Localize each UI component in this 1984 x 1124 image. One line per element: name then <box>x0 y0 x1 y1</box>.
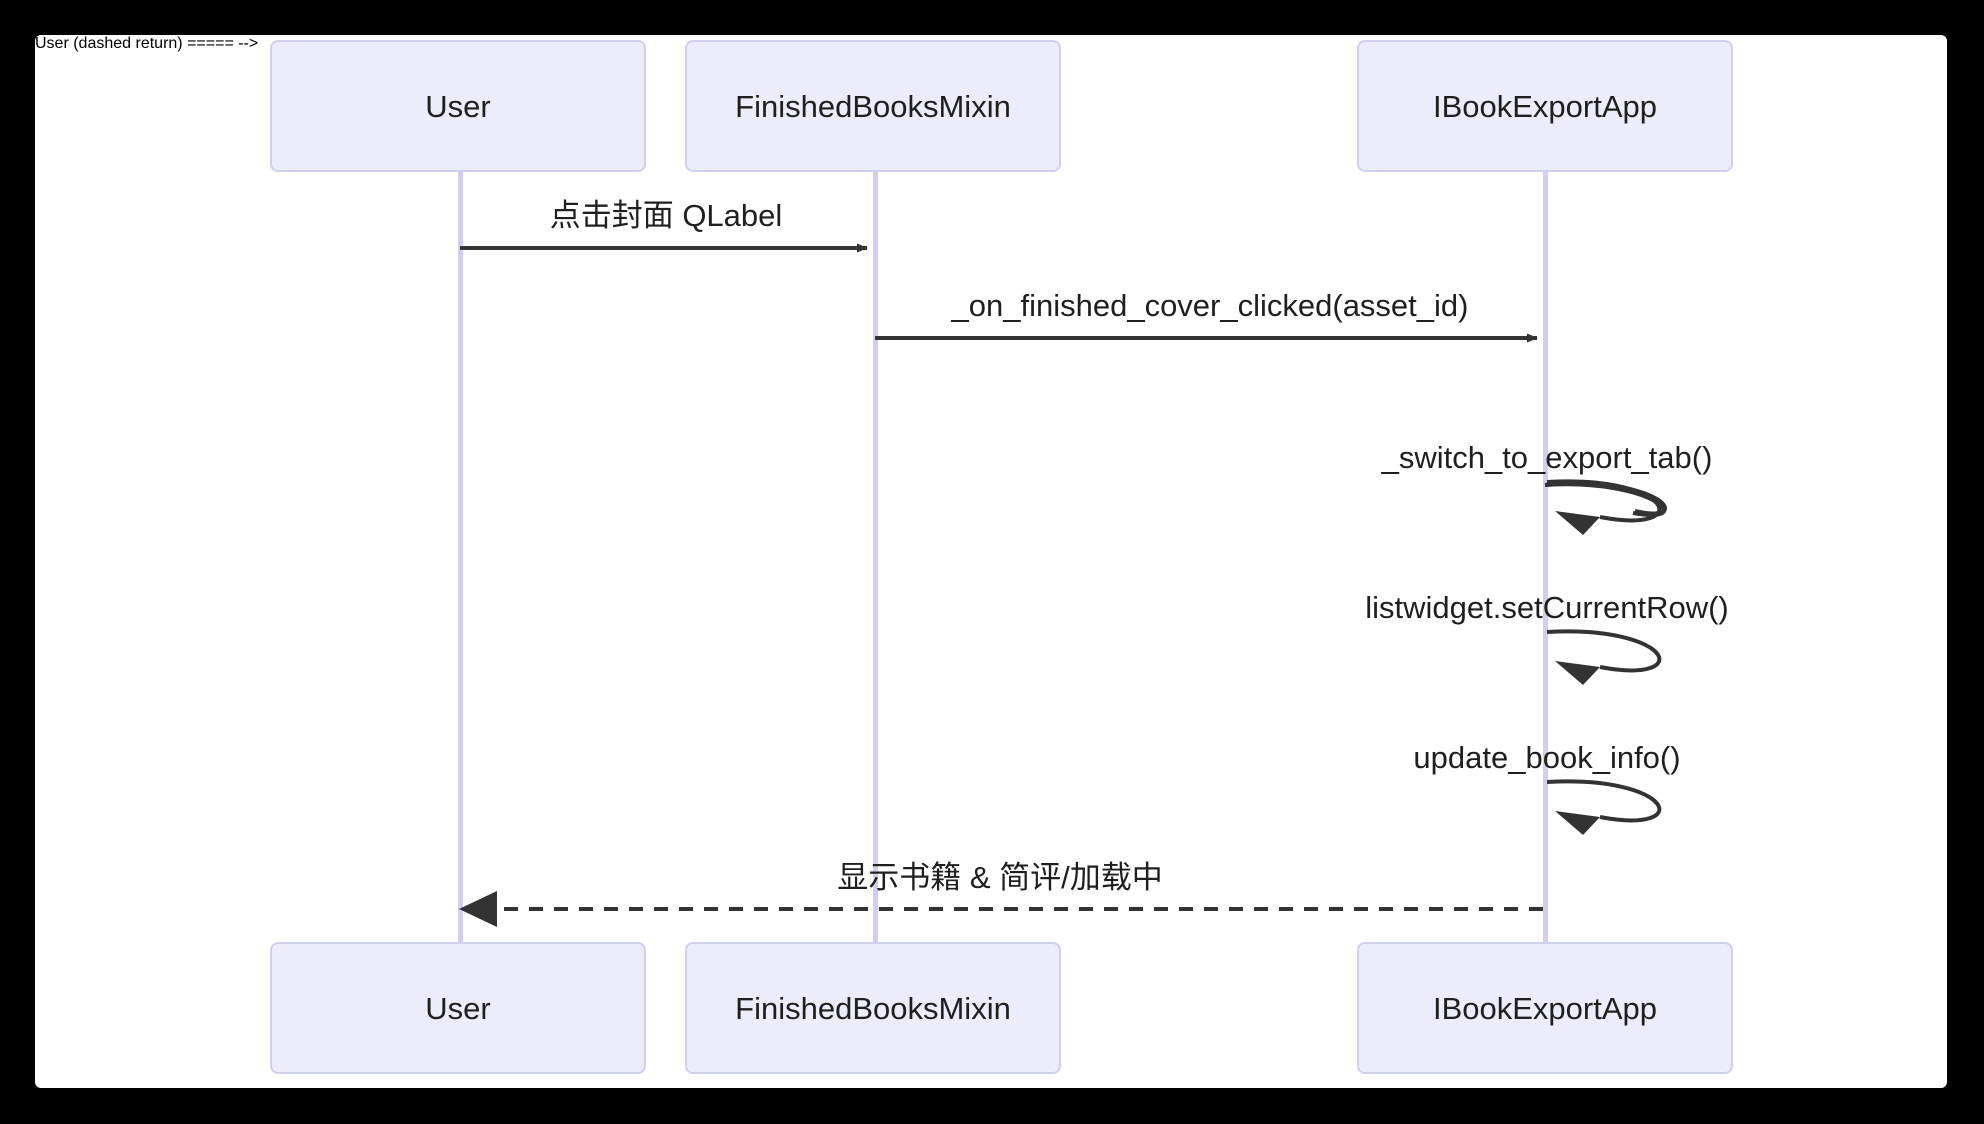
lifeline-user <box>458 172 463 942</box>
message-label-4: listwidget.setCurrentRow() <box>1365 590 1729 625</box>
message-arrow-3-self-loop <box>1544 479 1667 535</box>
message-arrow-1 <box>460 243 868 253</box>
message-arrow-4-self-loop <box>1546 629 1662 685</box>
message-label-5: update_book_info() <box>1413 740 1681 775</box>
participant-label-user-top: User <box>425 88 491 124</box>
participant-box-mixin-top[interactable]: FinishedBooksMixin <box>685 40 1061 172</box>
participant-label-mixin-bottom: FinishedBooksMixin <box>735 990 1011 1026</box>
message-label-3: _switch_to_export_tab() <box>1381 440 1713 475</box>
participant-box-mixin-bottom[interactable]: FinishedBooksMixin <box>685 942 1061 1074</box>
message-arrow-2 <box>875 333 1538 343</box>
participant-label-user-bottom: User <box>425 990 491 1026</box>
participant-box-app-top[interactable]: IBookExportApp <box>1357 40 1733 172</box>
participant-box-user-bottom[interactable]: User <box>270 942 646 1074</box>
lifeline-mixin <box>873 172 878 942</box>
message-label-6: 显示书籍 & 简评/加载中 <box>837 860 1163 895</box>
participant-box-user-top[interactable]: User <box>270 40 646 172</box>
participant-box-app-bottom[interactable]: IBookExportApp <box>1357 942 1733 1074</box>
message-arrow-6-return <box>459 891 1543 927</box>
diagram-canvas: User FinishedBooksMixin IBookExportApp U… <box>35 35 1947 1088</box>
message-arrow-5-self-loop <box>1546 779 1662 835</box>
message-label-1: 点击封面 QLabel <box>549 198 783 233</box>
message-label-2: _on_finished_cover_clicked(asset_id) <box>951 288 1469 323</box>
participant-label-mixin-top: FinishedBooksMixin <box>735 88 1011 124</box>
participant-label-app-bottom: IBookExportApp <box>1432 990 1658 1026</box>
participant-label-app-top: IBookExportApp <box>1432 88 1658 124</box>
sequence-diagram: User FinishedBooksMixin IBookExportApp U… <box>35 35 1947 1088</box>
lifeline-app <box>1543 172 1548 942</box>
